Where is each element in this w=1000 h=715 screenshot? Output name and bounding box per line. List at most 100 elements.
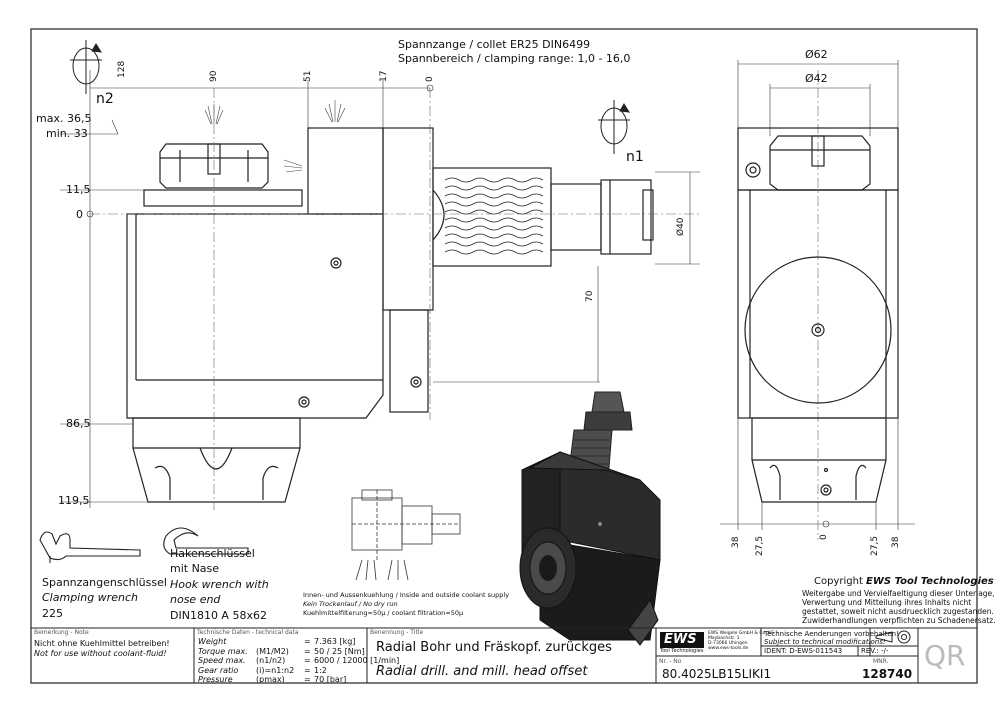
collet-nut [159,143,269,189]
dim-side-27-5-right: 27,5 [870,535,880,556]
coolant-section-sketch [351,489,461,581]
techdata-name: Pressure [198,675,233,684]
front-view [126,127,654,503]
dim-51: 51 [303,70,313,82]
note-de: Nicht ohne Kuehlmittel betreiben! [34,639,170,648]
techdata-name: Torque max. [198,646,248,656]
dim-dia-62: Ø62 [805,48,828,61]
dim-70: 70 [585,290,595,302]
projection-symbol [875,630,911,644]
ident: IDENT: D-EWS-011543 [764,647,843,655]
part-number: 80.4025LB15LIKI1 [662,667,772,681]
company-line-2: Maybachstr. 1 [708,636,740,641]
side-big-disc [744,256,892,404]
techdata-val: 6000 / 12000 [1/min] [314,656,400,665]
techdata-name: Speed max. [198,656,246,665]
dim-0-top: 0 [425,76,435,82]
techdata-eq: = [304,646,311,656]
bottom-cone [132,417,301,503]
change-note-de: Technische Aenderungen vorbehalten! [764,630,899,638]
techdata-row: Speed max. (n1/n2) =6000 / 12000 [1/min] [198,656,399,666]
spindle-stem [550,183,602,251]
techdata-sym: (i)=n1:n2 [256,665,295,675]
main-body [126,213,384,419]
dim-dia-42: Ø42 [805,72,828,85]
coolant-line-3: Kuehlmittelfilterung=50µ / coolant filtr… [303,609,464,617]
qr-placeholder: QR [924,639,966,672]
tool-3d-render [519,391,661,646]
rotation-symbol-n2 [70,40,102,94]
techdata-sym: (M1/M2) [256,646,289,656]
techdata-eq: = [304,637,311,646]
copyright-line-3: gestattet, soweit nicht ausdruecklich zu… [802,607,994,616]
hook-wrench-de1: Hakenschlüssel [170,547,255,560]
dim-17: 17 [379,70,389,82]
copyright-line-1: Weitergabe und Vervielfaeltigung dieser … [802,589,995,598]
techdata-name: Weight [198,637,227,646]
collet-spec: Spannzange / collet ER25 DIN6499 [398,38,591,51]
techdata-eq: = [304,665,311,675]
dim-86-5: 86,5 [66,417,91,430]
company-line-3: D-73066 Uhingen [708,641,748,646]
dim-11-5: 11,5 [66,183,91,196]
revision: REV.: -/- [861,647,889,655]
dim-0-left: 0 [76,208,83,221]
label-n2: n2 [96,91,114,107]
dim-128: 128 [117,60,127,78]
copyright-line-2: Verwertung und Mitteilung ihres Inhalts … [802,598,972,607]
threaded-shank [432,167,552,267]
hook-wrench-size: DIN1810 A 58x62 [170,609,267,622]
company-line-1: EWS Weigele GmbH & Co. KG [708,631,775,636]
dim-119-5: 119,5 [58,494,90,507]
techdata-eq: = [304,656,311,665]
upper-block [307,127,384,215]
hook-wrench-de2: mit Nase [170,562,220,575]
techdata-sym: (pmax) [256,675,285,684]
techdata-val: 1:2 [314,665,327,675]
techdata-eq: = [304,675,311,684]
clamping-wrench-de: Spannzangenschlüssel [42,576,167,589]
clamping-wrench-drawing [39,531,141,563]
drawing-title-en: Radial drill. and mill. head offset [376,664,588,679]
coolant-line-2: Kein Trockenlauf / No dry run [303,600,398,608]
dim-dia-40: Ø40 [676,217,686,236]
dim-side-38-right: 38 [891,536,901,548]
part-no-label: Nr. - No [659,658,682,665]
hook-wrench-en2: nose end [170,593,221,606]
hook-wrench-drawing [163,527,249,555]
techdata-row: Pressure (pmax) =70 [bar] [198,675,399,685]
dim-min-33: min. 33 [46,127,88,140]
techdata-name: Gear ratio [198,665,239,675]
title-label: Benennung - Title [370,629,424,636]
dim-side-0: 0 [819,534,829,540]
right-body [382,127,434,311]
techdata-row: Torque max. (M1/M2) =50 / 25 [Nm] [198,647,399,657]
techdata-sym: (n1/n2) [256,656,286,665]
drawing-frame [30,28,978,684]
ews-logo-text: EWS [664,632,697,647]
note-label: Bemerkung - Note [34,629,89,636]
techdata-row: Weight =7.363 [kg] [198,637,399,647]
copyright-prefix: Copyright [814,576,867,587]
side-collet-nut [769,135,871,191]
ews-logo-sub: Tool Technologies [660,648,704,654]
copyright-brand: EWS Tool Technologies [866,576,994,587]
copyright-line-4: Zuwiderhandlungen verpflichten zu Schade… [802,616,996,625]
techdata-val: 50 / 25 [Nm] [314,646,365,656]
techdata-row: Gear ratio (i)=n1:n2 =1:2 [198,666,399,676]
label-n1: n1 [626,149,644,165]
techdata-val: 70 [bar] [314,675,347,684]
clamping-range-spec: Spannbereich / clamping range: 1,0 - 16,… [398,52,631,65]
dim-side-27-5-left: 27,5 [755,535,765,556]
techdata-val: 7.363 [kg] [314,637,356,646]
company-line-4: www.ews-tools.de [708,646,749,651]
techdata-table: Weight=7.363 [kg] Torque max.(M1/M2)=50 … [198,637,399,685]
mnr-number: 128740 [862,667,913,681]
clamping-wrench-size: 225 [42,607,63,620]
copyright-title: Copyright EWS Tool Technologies [814,577,994,587]
note-en: Not for use without coolant-fluid! [34,649,167,658]
rotation-symbol-n1 [598,100,630,154]
coolant-line-1: Innen- und Aussenkuehlung / Inside and o… [303,591,510,599]
coolant-spray-marks [204,100,346,173]
